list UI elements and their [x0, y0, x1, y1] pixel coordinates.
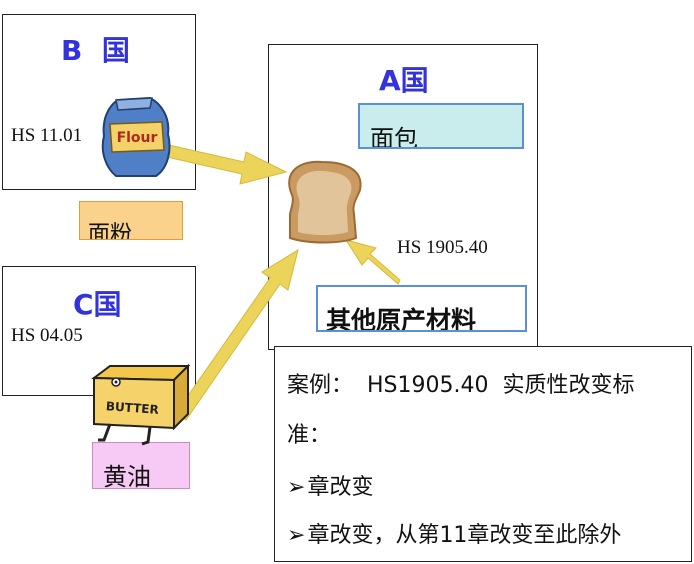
flour-label-box: 面粉 [79, 201, 183, 240]
flour-bag-icon: Flour [101, 96, 171, 177]
bread-icon [288, 160, 362, 244]
case-box: 案例： HS1905.40 实质性改变标 准： ➢章改变 ➢章改变，从第11章改… [274, 346, 692, 562]
butter-box-text: BUTTER [105, 399, 159, 417]
country-a-hs-code: HS 1905.40 [397, 237, 488, 258]
case-line-1: 案例： HS1905.40 实质性改变标 [287, 373, 635, 398]
case-bullet-2-text: 章改变，从第11章改变至此除外 [307, 523, 622, 548]
country-b-box: B 国 HS 11.01 [2, 14, 196, 190]
bullet-arrow-icon: ➢ [287, 523, 306, 548]
butter-box-icon: BUTTER [91, 363, 191, 446]
case-bullet-2: ➢章改变，从第11章改变至此除外 [287, 517, 621, 549]
materials-to-bread-arrow [344, 239, 401, 285]
flour-to-bread-arrow [157, 142, 288, 185]
flour-label: 面粉 [88, 222, 133, 240]
butter-label-box: 黄油 [92, 442, 190, 489]
butter-to-bread-arrow [175, 248, 299, 421]
other-materials-label: 其他原产材料 [326, 306, 477, 332]
flour-bag-text: Flour [117, 130, 158, 146]
bread-label-box: 面包 [358, 103, 524, 149]
country-c-title: C国 [73, 288, 122, 321]
other-materials-label-box: 其他原产材料 [316, 285, 527, 332]
butter-label: 黄油 [103, 463, 151, 489]
case-bullet-1-text: 章改变 [307, 475, 374, 500]
country-b-hs-code: HS 11.01 [11, 125, 83, 146]
bread-label: 面包 [370, 125, 418, 149]
country-a-title: A国 [379, 64, 429, 97]
bullet-arrow-icon: ➢ [287, 475, 306, 500]
country-c-hs-code: HS 04.05 [11, 325, 83, 346]
case-line-2: 准： [287, 423, 332, 448]
case-bullet-1: ➢章改变 [287, 469, 373, 501]
country-b-title: B 国 [61, 34, 130, 67]
